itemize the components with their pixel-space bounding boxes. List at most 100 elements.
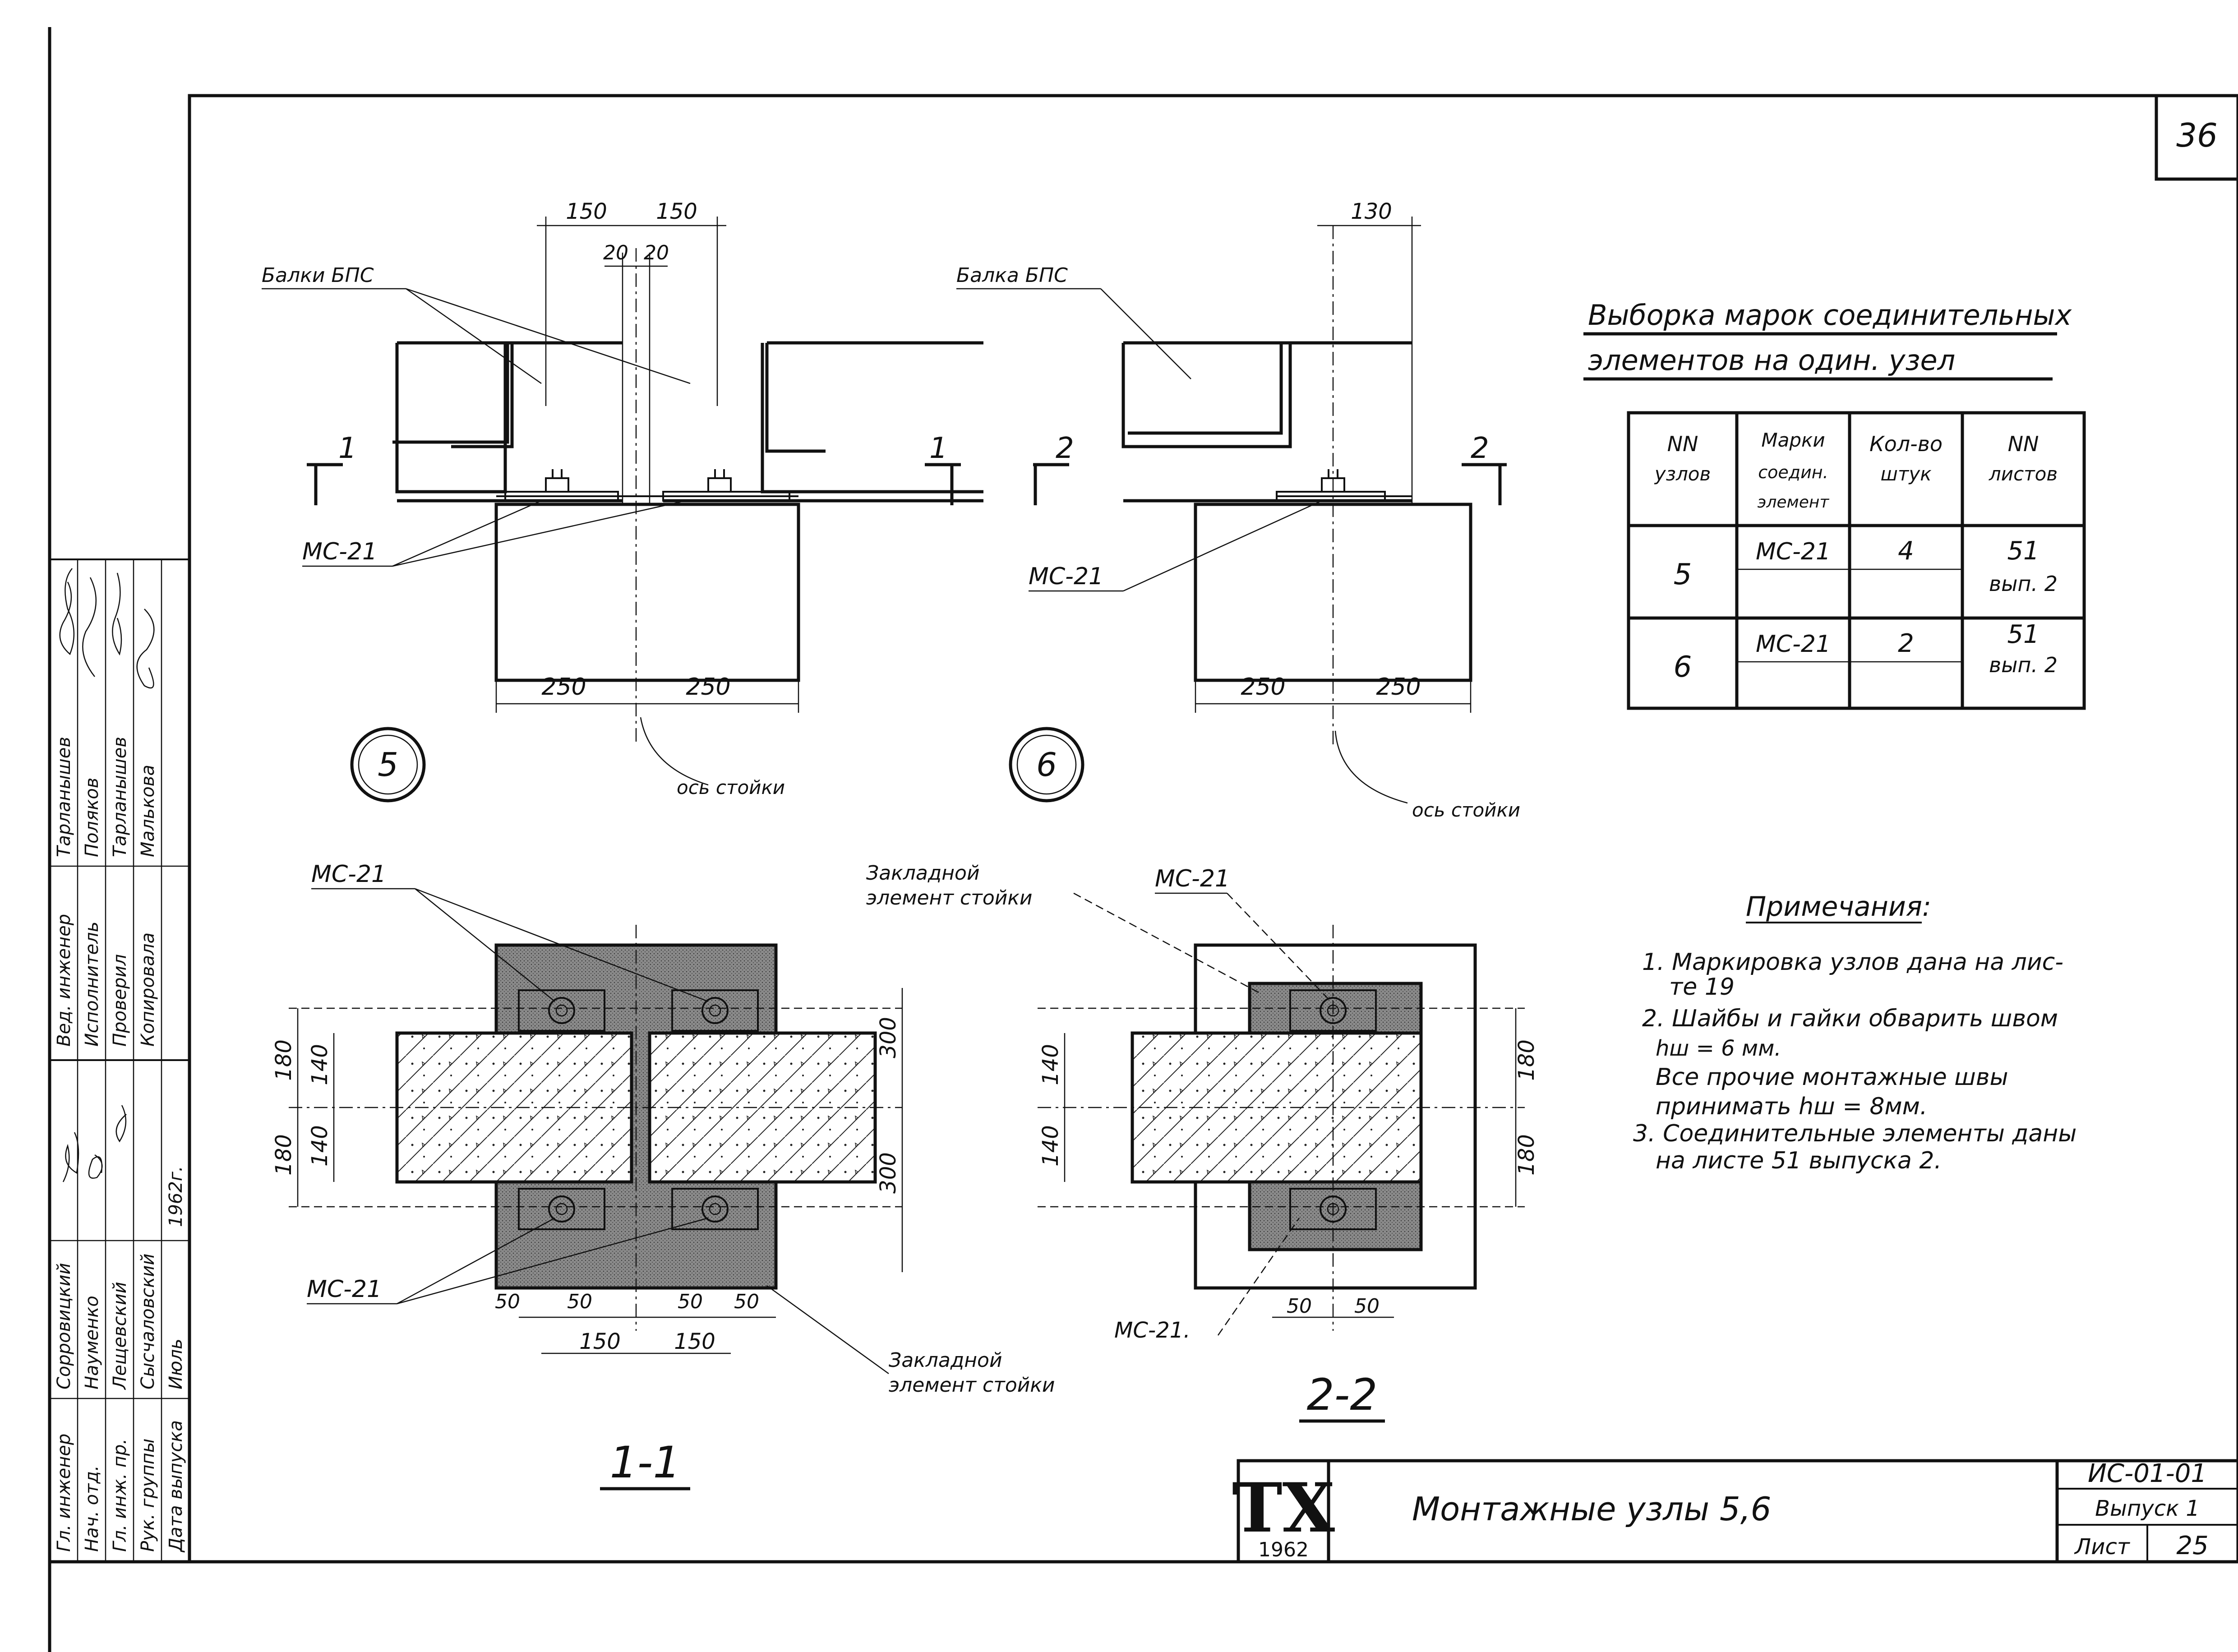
table-header-4-b: листов [1989, 463, 2058, 485]
stamp-year-small: 1962 [1258, 1538, 1309, 1561]
table-header-3-a: Кол-во [1869, 432, 1943, 456]
table-row-1-node: 5 [1674, 558, 1692, 591]
sheet-no: 25 [2176, 1531, 2208, 1560]
table-header-1-b: узлов [1654, 463, 1711, 485]
stamp-name-5: Июль [166, 1338, 186, 1389]
table-row-2-mark: МС-21 [1756, 631, 1831, 658]
stamp-name-2: Науменко [82, 1296, 102, 1389]
node5-dim-top-1: 150 [566, 199, 607, 224]
section11-part-tl [518, 989, 605, 1032]
section11-label: 1-1 [610, 1437, 681, 1488]
node5-circle [350, 727, 426, 803]
stamp-name-4: Сысчаловский [138, 1254, 158, 1389]
node5-section-mark-left: 1 [338, 432, 357, 465]
notes-line-6: принимать hш = 8мм. [1656, 1093, 1927, 1120]
node5-dim-bottom-1: 250 [541, 674, 586, 701]
signature-2 [88, 1154, 103, 1179]
signature-5 [82, 577, 97, 677]
stamp-year: 1962г. [166, 1166, 186, 1227]
stamp-name-3: Лещевский [110, 1282, 130, 1390]
table-header-3-b: штук [1880, 463, 1932, 485]
signature-1 [62, 1132, 79, 1182]
node5-plate-left [504, 469, 619, 502]
section11-dim-bottom-6: 150 [674, 1329, 715, 1354]
section-1-1: 180 140 140 180 300 300 50 50 50 50 150 … [271, 861, 1055, 1490]
section22-dim-bottom-1: 50 [1287, 1295, 1312, 1318]
section11-part-tr [671, 989, 759, 1032]
node6-dim-top-1: 130 [1351, 199, 1392, 224]
table-header-2-a: Марки [1761, 429, 1825, 451]
node6-axis-label: ось стойки [1412, 799, 1520, 821]
node-6-view: 130 250 250 Балка БПС МС-21 2 2 6 ось ст… [956, 199, 1520, 821]
notes: Примечания: 1. Маркировка узлов дана на … [1633, 891, 2076, 1174]
signature-7 [136, 609, 155, 689]
notes-line-1: 1. Маркировка узлов дана на лис- [1642, 949, 2063, 976]
table-header-2-b: соедин. [1758, 462, 1828, 482]
node6-section-mark-right: 2 [1471, 432, 1489, 465]
node6-section-mark-left: 2 [1056, 432, 1074, 465]
table-row-1-qty: 4 [1898, 536, 1914, 566]
table-row-1-sheet-2: вып. 2 [1989, 572, 2058, 596]
node5-dim-bottom-2: 250 [686, 674, 730, 701]
section11-embedded-label-2: элемент стойки [889, 1374, 1055, 1397]
node5-dim-top-2: 150 [656, 199, 697, 224]
section22-dim-left-2: 140 [1038, 1125, 1063, 1167]
table-header-4-a: NN [2008, 432, 2039, 456]
stamp-col3-4: Копировала [138, 932, 158, 1047]
notes-line-4: hш = 6 мм. [1656, 1036, 1781, 1061]
table-header-1-a: NN [1667, 432, 1698, 456]
table-title-line-2: элементов на один. узел [1588, 344, 1955, 377]
stamp-role-5: Дата выпуска [166, 1420, 186, 1553]
stamp-role-3: Гл. инж. пр. [110, 1439, 130, 1552]
stamp-role-4: Рук. группы [138, 1439, 158, 1552]
section11-embedded-label-1: Закладной [889, 1349, 1002, 1372]
node5-plate-right [662, 469, 790, 502]
signature-3 [115, 1105, 127, 1143]
stamp-name-1: Сорровицкий [54, 1263, 74, 1389]
table-title-line-1: Выборка марок соединительных [1588, 299, 2072, 332]
table-row-2-node: 6 [1674, 651, 1692, 684]
notes-line-7: 3. Соединительные элементы даны [1633, 1120, 2076, 1147]
section11-part-label-top: МС-21 [311, 861, 386, 888]
section11-dim-left-4: 180 [271, 1134, 296, 1176]
node6-beam-label: Балка БПС [956, 264, 1068, 287]
notes-line-8: на листе 51 выпуска 2. [1656, 1147, 1942, 1174]
series-code: ИС-01-01 [2088, 1459, 2207, 1488]
section11-dim-bottom-3: 50 [678, 1290, 703, 1313]
table-row-1-mark: МС-21 [1756, 538, 1831, 565]
section22-label: 2-2 [1307, 1370, 1378, 1420]
table-header-2-c: элемент [1758, 493, 1830, 512]
stamp-col4-2: Поляков [82, 778, 102, 857]
drawing-title: Монтажные узлы 5,6 [1412, 1490, 1771, 1528]
section22-dim-left-1: 140 [1038, 1044, 1063, 1085]
node5-circle-label: 5 [378, 746, 398, 784]
notes-title: Примечания: [1746, 891, 1931, 923]
table-row-2-qty: 2 [1898, 629, 1914, 658]
section11-dim-bottom-1: 50 [495, 1290, 520, 1313]
node6-part-label: МС-21 [1029, 563, 1103, 590]
section22-embedded-label-1: Закладной [866, 862, 980, 885]
section11-part-bl [518, 1188, 605, 1230]
section22-part-label-bottom: МС-21. [1114, 1318, 1191, 1343]
node5-section-mark-right: 1 [929, 432, 948, 465]
section11-dim-right-2: 300 [876, 1152, 901, 1194]
issue-label: Выпуск 1 [2095, 1496, 2200, 1521]
section22-part-label-top: МС-21 [1155, 865, 1230, 892]
stamp-role-2: Нач. отд. [82, 1465, 102, 1552]
section22-dim-bottom-2: 50 [1354, 1295, 1380, 1318]
section11-part-label-bottom: МС-21 [307, 1276, 382, 1303]
section22-dim-right-1: 180 [1514, 1039, 1539, 1081]
node5-dim-gap-2: 20 [644, 241, 669, 264]
side-stamp: Гл. инженер Сорровицкий Вед. инженер Тар… [49, 558, 190, 1563]
title-block: ТХ 1962 Монтажные узлы 5,6 ИС-01-01 Выпу… [1232, 1459, 2238, 1564]
selection-table: Выборка марок соединительных элементов н… [1583, 299, 2086, 710]
node5-dim-gap-1: 20 [603, 241, 628, 264]
notes-line-5: Все прочие монтажные швы [1656, 1064, 2008, 1091]
sheet-number: 36 [2176, 116, 2218, 154]
section22-dim-right-2: 180 [1514, 1134, 1539, 1176]
section22-embedded-label-2: элемент стойки [866, 886, 1033, 909]
section11-dim-left-2: 140 [307, 1044, 332, 1085]
node6-dim-bottom-2: 250 [1376, 674, 1421, 701]
section11-dim-left-3: 140 [307, 1125, 332, 1167]
signature-6 [112, 572, 122, 656]
